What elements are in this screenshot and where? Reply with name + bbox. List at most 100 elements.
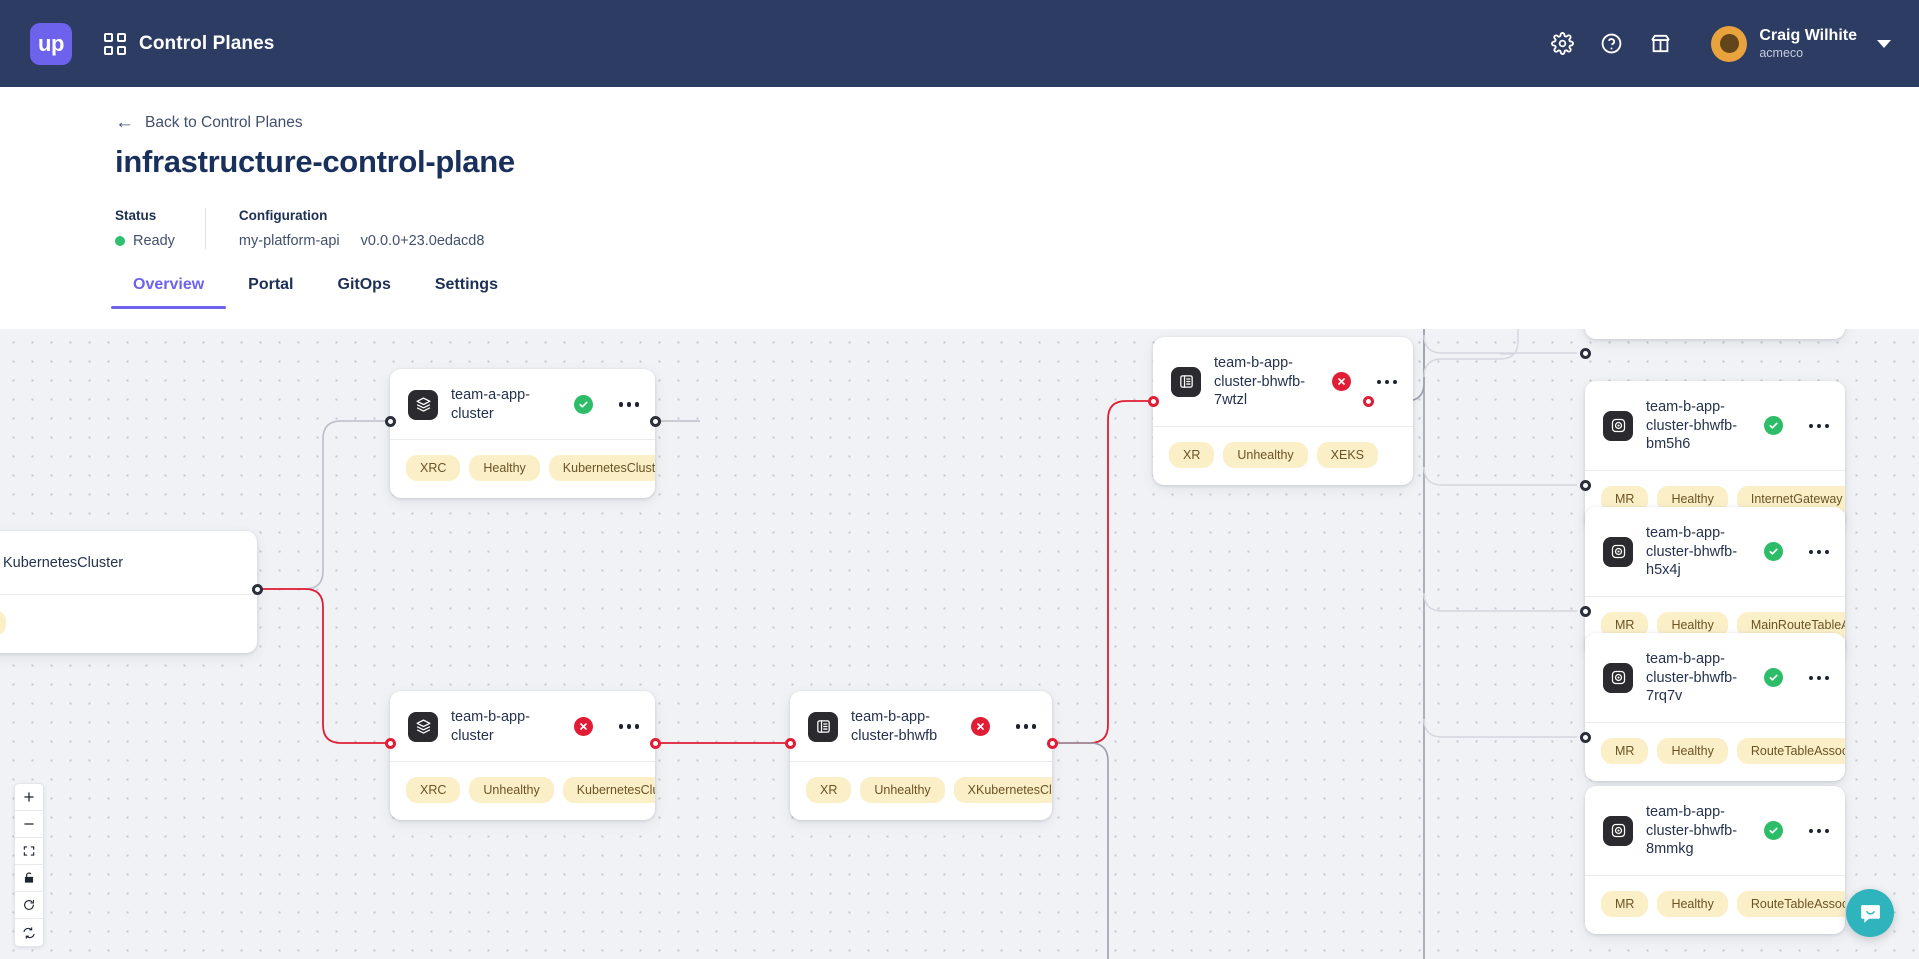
gear-icon[interactable] xyxy=(1549,31,1575,57)
node-chip-health: Healthy xyxy=(1657,890,1728,917)
meta-row: Status Ready Configuration my-platform-a… xyxy=(115,208,1919,249)
node-chip-kind: XRC xyxy=(406,777,461,804)
node-title: team-b-app-cluster-bhwfb-7wtzl xyxy=(1214,355,1306,409)
node-port-team-a-app-cluster-left[interactable] xyxy=(385,416,396,427)
canvas-controls xyxy=(14,783,44,947)
graph-node-team-b-app-cluster-bhwfb[interactable]: team-b-app-cluster-bhwfb XR Unhealthy XK… xyxy=(790,691,1052,821)
chevron-down-icon[interactable] xyxy=(1877,39,1891,48)
node-port-bhwfb-left[interactable] xyxy=(785,738,796,749)
graph-node-partial-top[interactable] xyxy=(1585,329,1845,339)
tab-portal[interactable]: Portal xyxy=(248,276,294,293)
node-port-7wtzl-right[interactable] xyxy=(1363,396,1374,407)
zoom-out-button[interactable] xyxy=(15,811,43,838)
managed-resource-icon xyxy=(1603,410,1633,441)
node-chip-health: Healthy xyxy=(469,455,540,482)
node-menu-button[interactable] xyxy=(618,724,639,729)
configuration-name: my-platform-api xyxy=(238,233,340,249)
resource-graph-canvas[interactable]: K KubernetesCluster API team-a-app-clust… xyxy=(0,329,1919,959)
fit-view-button[interactable] xyxy=(15,838,43,865)
lock-button[interactable] xyxy=(15,865,43,892)
composite-icon xyxy=(808,711,838,742)
node-menu-button[interactable] xyxy=(1808,675,1829,681)
node-chip-kind: MR xyxy=(1601,890,1649,917)
managed-resource-icon xyxy=(1603,815,1633,846)
status-unhealthy-icon xyxy=(970,717,990,737)
node-title: team-b-app-cluster-bhwfb-8mmkg xyxy=(1646,804,1738,858)
status-label: Status xyxy=(115,208,157,223)
status-healthy-icon xyxy=(1763,821,1783,841)
configuration-version: v0.0.0+23.0edacd8 xyxy=(360,233,485,249)
status-healthy-icon xyxy=(1763,542,1783,562)
node-title: team-b-app-cluster-bhwfb-7rq7v xyxy=(1646,651,1738,705)
node-title: team-b-app-cluster-bhwfb-h5x4j xyxy=(1646,525,1738,579)
managed-resource-icon xyxy=(1603,536,1633,567)
user-org: acmeco xyxy=(1759,45,1804,60)
sync-button[interactable] xyxy=(15,919,43,946)
status-healthy-icon xyxy=(1763,416,1783,436)
top-navigation-bar: up Control Planes Craig Wilhite acmeco xyxy=(0,0,1919,87)
zoom-in-button[interactable] xyxy=(15,784,43,811)
logo-text: up xyxy=(38,30,64,56)
node-port-team-b-app-cluster-left[interactable] xyxy=(385,738,396,749)
node-menu-button[interactable] xyxy=(1808,423,1829,429)
arrow-left-icon: ← xyxy=(115,112,134,133)
tab-gitops[interactable]: GitOps xyxy=(337,276,391,293)
node-chip-type: KubernetesCluster xyxy=(562,777,655,804)
node-menu-button[interactable] xyxy=(1808,549,1829,555)
node-chip-kind: API xyxy=(0,610,7,636)
graph-node-team-a-app-cluster[interactable]: team-a-app-cluster XRC Healthy Kubernete… xyxy=(390,369,655,499)
status-healthy-icon xyxy=(573,395,593,415)
reload-button[interactable] xyxy=(15,892,43,919)
tab-settings[interactable]: Settings xyxy=(434,276,498,293)
node-chip-type: RouteTableAssociation xyxy=(1736,737,1845,764)
graph-node-team-b-app-cluster-bhwfb-8mmkg[interactable]: team-b-app-cluster-bhwfb-8mmkg MR Health… xyxy=(1585,786,1845,934)
status-badge: Ready xyxy=(115,233,175,249)
tab-bar: Overview Portal GitOps Settings xyxy=(111,276,1919,309)
status-dot-icon xyxy=(115,236,125,246)
node-port-h5x4j-left[interactable] xyxy=(1580,480,1591,491)
chat-launcher[interactable] xyxy=(1846,889,1894,937)
page-header: ← Back to Control Planes infrastructure-… xyxy=(0,87,1919,329)
back-link-label: Back to Control Planes xyxy=(145,113,303,131)
graph-node-team-b-app-cluster[interactable]: team-b-app-cluster XRC Unhealthy Kuberne… xyxy=(390,691,655,821)
node-port-7wtzl-left[interactable] xyxy=(1148,396,1159,407)
status-block: Status Ready xyxy=(115,208,205,249)
layers-icon xyxy=(408,389,438,420)
node-port-8mmkg-left[interactable] xyxy=(1580,732,1591,743)
help-circle-icon[interactable] xyxy=(1598,31,1624,57)
node-menu-button[interactable] xyxy=(1808,828,1829,834)
node-port-bm5h6-left[interactable] xyxy=(1580,348,1591,359)
user-menu[interactable]: Craig Wilhite acmeco xyxy=(1711,25,1891,62)
layers-icon xyxy=(408,711,438,742)
node-menu-button[interactable] xyxy=(618,402,639,407)
node-chip-kind: XR xyxy=(806,777,852,804)
status-healthy-icon xyxy=(1763,668,1783,688)
back-to-control-planes-link[interactable]: ← Back to Control Planes xyxy=(115,113,303,132)
upbound-logo[interactable]: up xyxy=(30,22,72,65)
node-chip-type: RouteTableAssociation xyxy=(1736,890,1845,917)
node-chip-type: KubernetesCluster xyxy=(548,455,655,482)
composite-icon xyxy=(1171,366,1201,397)
node-port-team-b-app-cluster-right[interactable] xyxy=(650,738,661,749)
status-unhealthy-icon xyxy=(1331,372,1351,392)
graph-node-team-b-app-cluster-bhwfb-7rq7v[interactable]: team-b-app-cluster-bhwfb-7rq7v MR Health… xyxy=(1585,633,1845,781)
page-title: infrastructure-control-plane xyxy=(115,144,515,179)
node-chip-kind: XRC xyxy=(406,455,461,482)
node-port-kubernetescluster-right[interactable] xyxy=(252,584,263,595)
node-menu-button[interactable] xyxy=(1015,724,1036,729)
grid-icon xyxy=(104,32,126,55)
graph-node-team-b-app-cluster-bhwfb-7wtzl[interactable]: team-b-app-cluster-bhwfb-7wtzl XR Unheal… xyxy=(1153,337,1413,485)
node-port-bhwfb-right[interactable] xyxy=(1047,738,1058,749)
node-menu-button[interactable] xyxy=(1376,379,1397,385)
configuration-value: my-platform-api v0.0.0+23.0edacd8 xyxy=(239,233,484,249)
node-chip-type: XKubernetesCluster xyxy=(953,777,1052,804)
node-port-team-a-app-cluster-right[interactable] xyxy=(650,416,661,427)
marketplace-icon[interactable] xyxy=(1647,31,1673,57)
tab-overview[interactable]: Overview xyxy=(111,276,227,309)
configuration-label: Configuration xyxy=(238,208,328,223)
user-name: Craig Wilhite xyxy=(1759,27,1857,45)
node-chip-health: Unhealthy xyxy=(860,777,945,804)
node-port-7rq7v-left[interactable] xyxy=(1580,606,1591,617)
node-chip-health: Healthy xyxy=(1657,737,1728,764)
graph-node-kubernetescluster[interactable]: K KubernetesCluster API xyxy=(0,531,257,653)
